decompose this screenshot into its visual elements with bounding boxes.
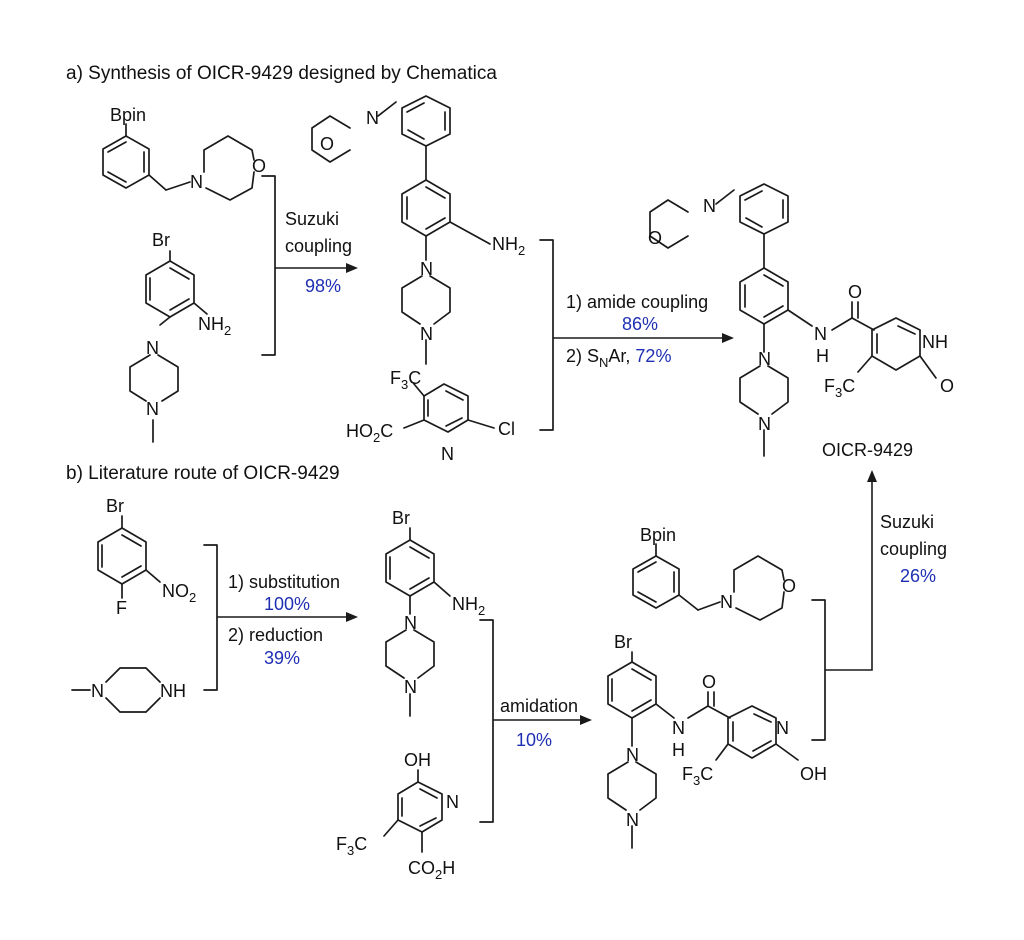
atom-label: Cl <box>498 419 515 439</box>
atom-label: O <box>252 156 266 176</box>
atom-label: N <box>420 259 433 279</box>
molecule-chloronicotinic-acid: F3C HO2C Cl N <box>346 368 515 464</box>
atom-label: NH <box>160 681 186 701</box>
atom-label: N <box>776 718 789 738</box>
yield-label: 26% <box>900 566 936 586</box>
molecule-bromoaniline-b: Br NH2 N N <box>385 508 485 717</box>
atom-label: H <box>672 740 685 760</box>
atom-label: N <box>91 681 104 701</box>
atom-label: NH2 <box>492 234 525 258</box>
atom-label: N <box>703 196 716 216</box>
step-label: Suzuki <box>285 209 339 229</box>
step-label: 2) SNAr, 72% <box>566 346 671 370</box>
atom-label: N <box>146 338 159 358</box>
atom-label: F3C <box>336 834 367 858</box>
reaction-arrow-substitution-reduction: 1) substitution 100% 2) reduction 39% <box>203 544 358 691</box>
atom-label: F <box>116 598 127 618</box>
yield-label: 98% <box>305 276 341 296</box>
step-label: amidation <box>500 696 578 716</box>
atom-label: N <box>758 414 771 434</box>
yield-label: 100% <box>264 594 310 614</box>
step-label: 2) reduction <box>228 625 323 645</box>
atom-label: OH <box>404 750 431 770</box>
step-label: Suzuki <box>880 512 934 532</box>
atom-label: O <box>702 672 716 692</box>
product-name: OICR-9429 <box>822 440 913 460</box>
atom-label: HO2C <box>346 421 393 445</box>
atom-label: Br <box>392 508 410 528</box>
reaction-arrow-suzuki-a: Suzuki coupling 98% <box>261 175 358 356</box>
molecule-aryl-bpin-b: Bpin N O <box>632 525 796 621</box>
atom-label: O <box>320 134 334 154</box>
step-label: coupling <box>285 236 352 256</box>
atom-label: O <box>648 228 662 248</box>
molecule-bromo-amide-intermediate: Br O N H N OH F3C N N <box>607 632 827 849</box>
atom-label: O <box>782 576 796 596</box>
atom-label: CO2H <box>408 858 455 882</box>
molecule-biaryl-amine-a: O N NH2 N N <box>311 95 525 365</box>
atom-label: O <box>940 376 954 396</box>
molecule-aryl-bpin-a: Bpin N O <box>102 105 266 201</box>
atom-label: N <box>626 745 639 765</box>
atom-label: N <box>626 810 639 830</box>
step-label: 1) amide coupling <box>566 292 708 312</box>
atom-label: N <box>441 444 454 464</box>
atom-label: NH <box>922 332 948 352</box>
panel-b-title: b) Literature route of OICR-9429 <box>66 463 340 484</box>
atom-label: N <box>146 399 159 419</box>
atom-label: H <box>816 346 829 366</box>
atom-label: N <box>758 349 771 369</box>
molecule-oicr-9429: O N O N H NH O F3C N N OICR-9429 <box>648 183 954 460</box>
atom-label: F3C <box>390 368 421 392</box>
molecule-n-methylpiperazine: N NH <box>71 667 186 713</box>
atom-label: NO2 <box>162 581 196 605</box>
atom-label: Bpin <box>640 525 676 545</box>
atom-label: N <box>190 172 203 192</box>
atom-label: N <box>366 108 379 128</box>
atom-label: N <box>814 324 827 344</box>
atom-label: Bpin <box>110 105 146 125</box>
atom-label: N <box>420 324 433 344</box>
atom-label: Br <box>614 632 632 652</box>
step-label: 1) substitution <box>228 572 340 592</box>
atom-label: Br <box>106 496 124 516</box>
atom-label: F3C <box>682 764 713 788</box>
yield-label: 86% <box>622 314 658 334</box>
panel-a-title: a) Synthesis of OICR-9429 designed by Ch… <box>66 63 497 84</box>
atom-label: Br <box>152 230 170 250</box>
reaction-arrow-suzuki-b: Suzuki coupling 26% <box>811 470 947 741</box>
reaction-arrow-amidation: amidation 10% <box>479 619 592 823</box>
atom-label: N <box>404 677 417 697</box>
yield-label: 39% <box>264 648 300 668</box>
molecule-hydroxynicotinic-acid: OH N F3C CO2H <box>336 750 459 882</box>
atom-label: OH <box>800 764 827 784</box>
atom-label: NH2 <box>452 594 485 618</box>
yield-label: 10% <box>516 730 552 750</box>
atom-label: N <box>720 592 733 612</box>
molecule-bromoaniline-a: Br NH2 N N <box>129 230 231 443</box>
atom-label: N <box>446 792 459 812</box>
atom-label: NH2 <box>198 314 231 338</box>
reaction-arrow-amide-snar-a: 1) amide coupling 86% 2) SNAr, 72% <box>539 239 734 431</box>
atom-label: N <box>404 613 417 633</box>
molecule-bromo-fluoro-nitrobenzene: Br NO2 F <box>97 496 196 618</box>
atom-label: N <box>672 718 685 738</box>
step-label: coupling <box>880 539 947 559</box>
atom-label: O <box>848 282 862 302</box>
atom-label: F3C <box>824 376 855 400</box>
